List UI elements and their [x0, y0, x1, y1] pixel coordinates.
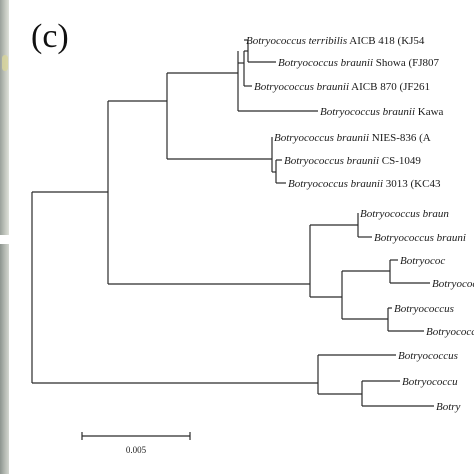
taxon-label-5: Botryococcus braunii NIES-836 (A: [274, 132, 431, 144]
taxon-species-name: Botryococcus terribilis: [246, 35, 347, 47]
taxon-species-name: Botryococcus braunii: [320, 106, 415, 118]
taxon-species-name: Botryococcus braunii: [288, 178, 383, 190]
photo-panel-top-edge: [0, 0, 9, 235]
taxon-strain-id: AICB 418 (KJ54: [347, 35, 425, 47]
taxon-label-2: Botryococcus braunii Showa (FJ807: [278, 57, 440, 69]
taxon-species-name: Botryococcus braunii: [254, 81, 349, 93]
taxon-label-16: Botry: [436, 401, 461, 413]
taxon-label-1: Botryococcus terribilis AICB 418 (KJ54: [246, 35, 425, 47]
taxon-label-12: Botryococcus: [394, 303, 454, 315]
taxon-label-11: Botryococcus: [432, 278, 474, 290]
taxon-strain-id: Showa (FJ807: [373, 57, 440, 69]
taxon-label-4: Botryococcus braunii Kawa: [320, 106, 444, 118]
photo-panel-bottom-edge: [0, 244, 9, 474]
taxon-label-15: Botryococcu: [402, 376, 458, 388]
taxon-species-name: Botryococcus braun: [360, 208, 449, 220]
taxon-species-name: Botryococcus: [398, 350, 458, 362]
taxon-label-13: Botryococcus: [426, 326, 474, 338]
scale-bar: 0.005: [81, 432, 191, 455]
taxon-species-name: Botryococcus braunii: [284, 155, 379, 167]
taxon-species-name: Botryococcus: [394, 303, 454, 315]
taxon-label-6: Botryococcus braunii CS-1049: [284, 155, 421, 167]
taxon-labels: Botryococcus terribilis AICB 418 (KJ54Bo…: [246, 35, 474, 413]
taxon-species-name: Botryococcu: [402, 376, 458, 388]
tree-branches: [31, 39, 434, 407]
taxon-species-name: Botryococcus braunii: [278, 57, 373, 69]
taxon-species-name: Botryococ: [400, 255, 445, 267]
taxon-label-10: Botryococ: [400, 255, 445, 267]
taxon-species-name: Botryococcus brauni: [374, 232, 466, 244]
scale-bar-label: 0.005: [126, 445, 147, 455]
taxon-strain-id: Kawa: [415, 106, 444, 118]
taxon-label-8: Botryococcus braun: [360, 208, 449, 220]
taxon-species-name: Botryococcus: [432, 278, 474, 290]
taxon-strain-id: NIES-836 (A: [369, 132, 431, 144]
taxon-strain-id: AICB 870 (JF261: [349, 81, 430, 93]
taxon-species-name: Botryococcus: [426, 326, 474, 338]
taxon-strain-id: CS-1049: [379, 155, 421, 167]
taxon-species-name: Botryococcus braunii: [274, 132, 369, 144]
taxon-label-14: Botryococcus: [398, 350, 458, 362]
panel-label: (c): [31, 18, 69, 55]
taxon-species-name: Botry: [436, 401, 461, 413]
taxon-label-9: Botryococcus brauni: [374, 232, 466, 244]
taxon-label-7: Botryococcus braunii 3013 (KC43: [288, 178, 441, 190]
taxon-label-3: Botryococcus braunii AICB 870 (JF261: [254, 81, 430, 93]
taxon-strain-id: 3013 (KC43: [383, 178, 441, 190]
